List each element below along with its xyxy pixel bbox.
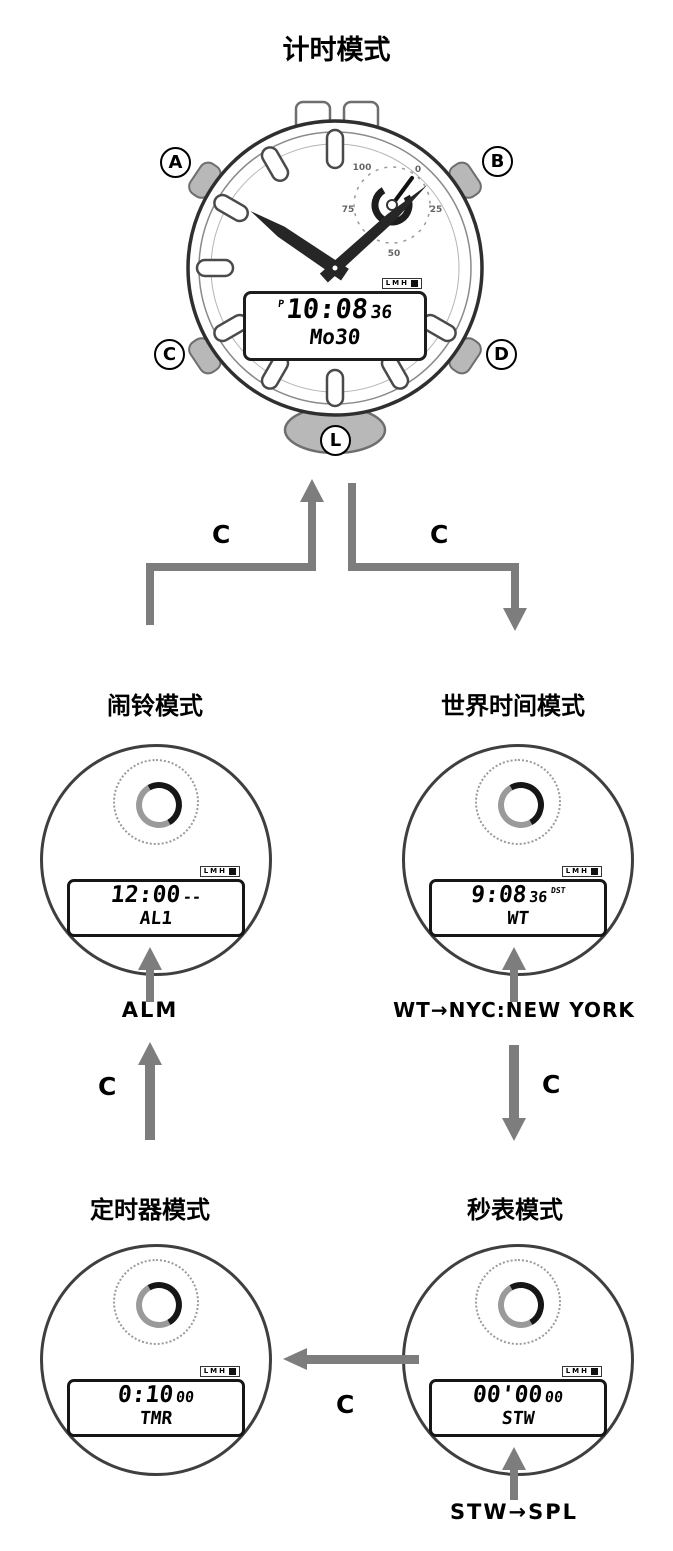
c-label-right: C [542,1070,561,1099]
alarm-lcd-mode: AL1 [138,908,174,930]
stopwatch-mode-title: 秒表模式 [467,1196,563,1224]
lmh-label: LMH [565,867,589,875]
timer-lcd-panel: LMH 0:10 00 TMR [67,1366,245,1437]
timer-mode-title: 定时器模式 [90,1196,210,1224]
lmh-level-square [229,1368,236,1375]
timer-lcd-mode: TMR [138,1408,174,1430]
page-title: 计时模式 [282,35,391,66]
main-lcd-time-row: P 10:08 36 [244,294,425,325]
timer-watch: LMH 0:10 00 TMR [40,1244,272,1476]
world-subdial [475,759,561,845]
world-time-mode-title: 世界时间模式 [441,692,585,720]
world-lcd-mode: WT [506,908,530,930]
dst-indicator: DST [550,886,566,895]
alarm-subdial [113,759,199,845]
main-lcd-date: Mo30 [308,324,362,349]
lmh-indicator: LMH [561,866,602,877]
main-lcd-time: 10:08 [284,294,370,325]
world-lcd-time: 9:08 [469,882,528,908]
hour-markers [195,128,457,408]
alarm-mode-title: 闹铃模式 [107,692,203,720]
subdial: 100 0 25 50 75 [342,163,443,259]
timekeeping-watch: 100 0 25 50 75 LMH P 10:0 [146,98,528,466]
c-label-top-left: C [212,520,231,549]
subdial-label-0: 0 [415,165,421,175]
alarm-watch: LMH 12:00 -- AL1 [40,744,272,976]
button-b-label: B [482,146,513,177]
stopwatch-lcd-panel: LMH 00'00 00 STW [429,1366,607,1437]
lmh-level-square [591,1368,598,1375]
lmh-indicator: LMH [561,1366,602,1377]
lmh-level-square [229,868,236,875]
c-label-top-right: C [430,520,449,549]
button-d-label: D [486,339,517,370]
analog-hands [250,185,428,283]
timer-lcd-time: 0:10 [116,1382,175,1408]
lmh-label: LMH [385,279,409,287]
alarm-pointer-label: ALM [121,998,179,1022]
world-time-watch: LMH 9:08 36 DST WT [402,744,634,976]
hour-hand [250,210,349,281]
main-lcd-panel: LMH P 10:08 36 Mo30 [243,278,427,361]
world-lcd-seconds: 36 [528,888,549,906]
lmh-label: LMH [203,867,227,875]
timer-subdial-ring [130,1276,188,1334]
lmh-level-square [591,868,598,875]
subdial-label-75: 75 [342,205,355,215]
alarm-subdial-ring [130,776,188,834]
stopwatch-lcd-fraction: 00 [544,1388,564,1406]
world-subdial-ring [492,776,550,834]
stopwatch-lcd-mode: STW [500,1408,536,1430]
stopwatch-subdial-ring [492,1276,550,1334]
subdial-label-100: 100 [353,163,372,173]
pm-indicator: P [277,299,285,310]
lmh-indicator: LMH [199,866,240,877]
lmh-label: LMH [203,1367,227,1375]
main-lcd-seconds: 36 [369,302,394,323]
button-l-label: L [320,425,351,456]
alarm-lcd-time: 12:00 [109,882,182,908]
button-a-label: A [160,147,191,178]
timekeeping-watch-drawing: 100 0 25 50 75 [186,100,484,455]
world-lcd-panel: LMH 9:08 36 DST WT [429,866,607,937]
stopwatch-pointer-label: STW→SPL [449,1500,579,1524]
stopwatch-subdial [475,1259,561,1345]
timer-lcd-seconds: 00 [175,1388,196,1406]
stopwatch-watch: LMH 00'00 00 STW [402,1244,634,1476]
lmh-level-square [411,280,418,287]
minute-hand [319,185,428,283]
subdial-label-25: 25 [430,205,443,215]
alarm-lcd-seconds: -- [182,888,202,906]
c-label-bottom: C [336,1390,355,1419]
lmh-indicator: LMH [381,278,422,289]
lmh-label: LMH [565,1367,589,1375]
button-c-label: C [154,339,185,370]
lmh-indicator: LMH [199,1366,240,1377]
timer-subdial [113,1259,199,1345]
alarm-lcd-panel: LMH 12:00 -- AL1 [67,866,245,937]
subdial-label-50: 50 [388,249,401,259]
world-pointer-label: WT→NYC:NEW YORK [393,998,635,1022]
stopwatch-lcd-time: 00'00 [471,1382,544,1408]
c-label-left: C [98,1072,117,1101]
